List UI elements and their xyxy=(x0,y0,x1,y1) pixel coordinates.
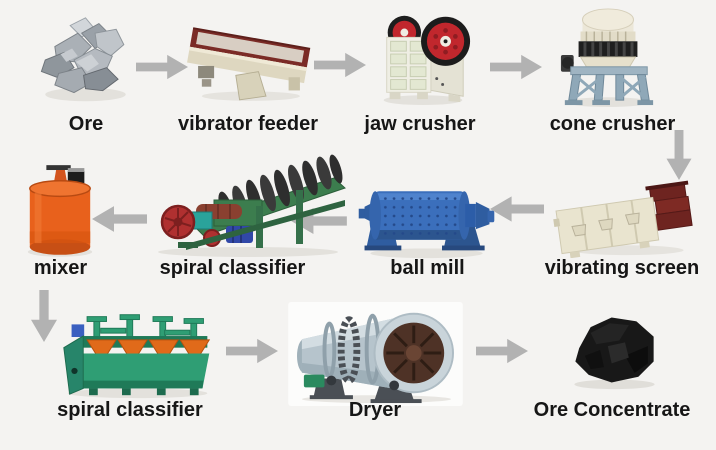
cone-crusher-label: cone crusher xyxy=(549,113,676,135)
spiral-classifier-image xyxy=(148,148,348,260)
cone-crusher-image xyxy=(558,6,658,108)
mixer-label: mixer xyxy=(33,257,88,279)
dryer-label: Dryer xyxy=(348,399,402,421)
ball-mill-label: ball mill xyxy=(390,257,465,279)
arrow-right-icon xyxy=(314,52,366,78)
dryer-image xyxy=(288,302,463,406)
ore-image xyxy=(28,10,143,110)
ore-label: Ore xyxy=(68,113,104,135)
arrow-right-icon xyxy=(476,338,528,364)
jaw-crusher-label: jaw crusher xyxy=(364,113,476,135)
ore-concentrate-image xyxy=(562,308,667,392)
flotation-machine-image xyxy=(58,306,218,400)
vibrating-screen-label: vibrating screen xyxy=(544,257,700,279)
ore-concentrate-label: Ore Concentrate xyxy=(533,399,691,421)
arrow-left-icon xyxy=(92,206,147,232)
ball-mill-image xyxy=(356,170,498,262)
arrow-right-icon xyxy=(136,54,188,80)
arrow-right-icon xyxy=(490,54,542,80)
vibrator-feeder-label: vibrator feeder xyxy=(177,113,319,135)
vibrator-feeder-image xyxy=(183,22,315,108)
spiral-classifier-2-label: spiral classifier xyxy=(57,399,203,421)
arrow-down-icon xyxy=(31,290,57,342)
arrow-down-icon xyxy=(666,130,692,180)
mixer-image xyxy=(22,158,98,260)
spiral-classifier-label: spiral classifier xyxy=(159,257,306,279)
jaw-crusher-image xyxy=(372,6,474,108)
vibrating-screen-image xyxy=(552,176,700,258)
arrow-left-icon xyxy=(490,196,544,222)
arrow-right-icon xyxy=(226,338,278,364)
